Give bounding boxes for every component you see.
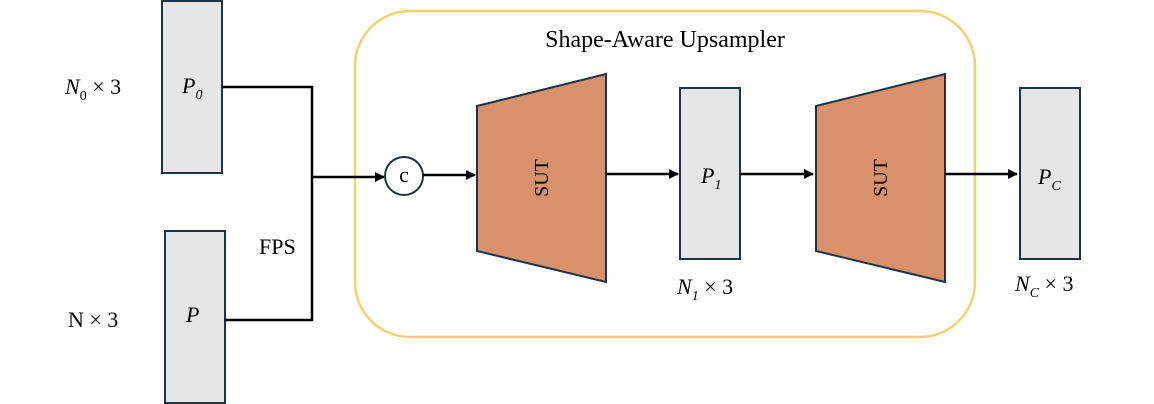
p1-label: P1 — [700, 163, 721, 193]
pc-label: PC — [1037, 164, 1061, 194]
pc-box — [1019, 87, 1081, 260]
p0-dimension-label: N0 × 3 — [64, 74, 121, 104]
p-box — [164, 230, 226, 404]
p0-connector — [222, 85, 314, 177]
sut-block-2 — [815, 72, 946, 284]
sut-block-1-label: SUT — [531, 159, 553, 197]
upsampler-title: Shape-Aware Upsampler — [545, 27, 785, 53]
p1-dimension-label: N1 × 3 — [676, 274, 733, 304]
sut-block-1 — [476, 72, 607, 284]
sut-block-2-label: SUT — [870, 159, 892, 197]
fps-label: FPS — [259, 234, 296, 259]
p-dimension-label: N × 3 — [68, 307, 118, 332]
concat-label: c — [399, 162, 409, 187]
pc-dimension-label: NC × 3 — [1014, 271, 1073, 301]
p1-box — [679, 87, 741, 260]
p0-label: P0 — [181, 73, 202, 103]
p0-box — [161, 0, 223, 174]
p-label: P — [185, 302, 199, 327]
p-connector — [225, 177, 314, 322]
